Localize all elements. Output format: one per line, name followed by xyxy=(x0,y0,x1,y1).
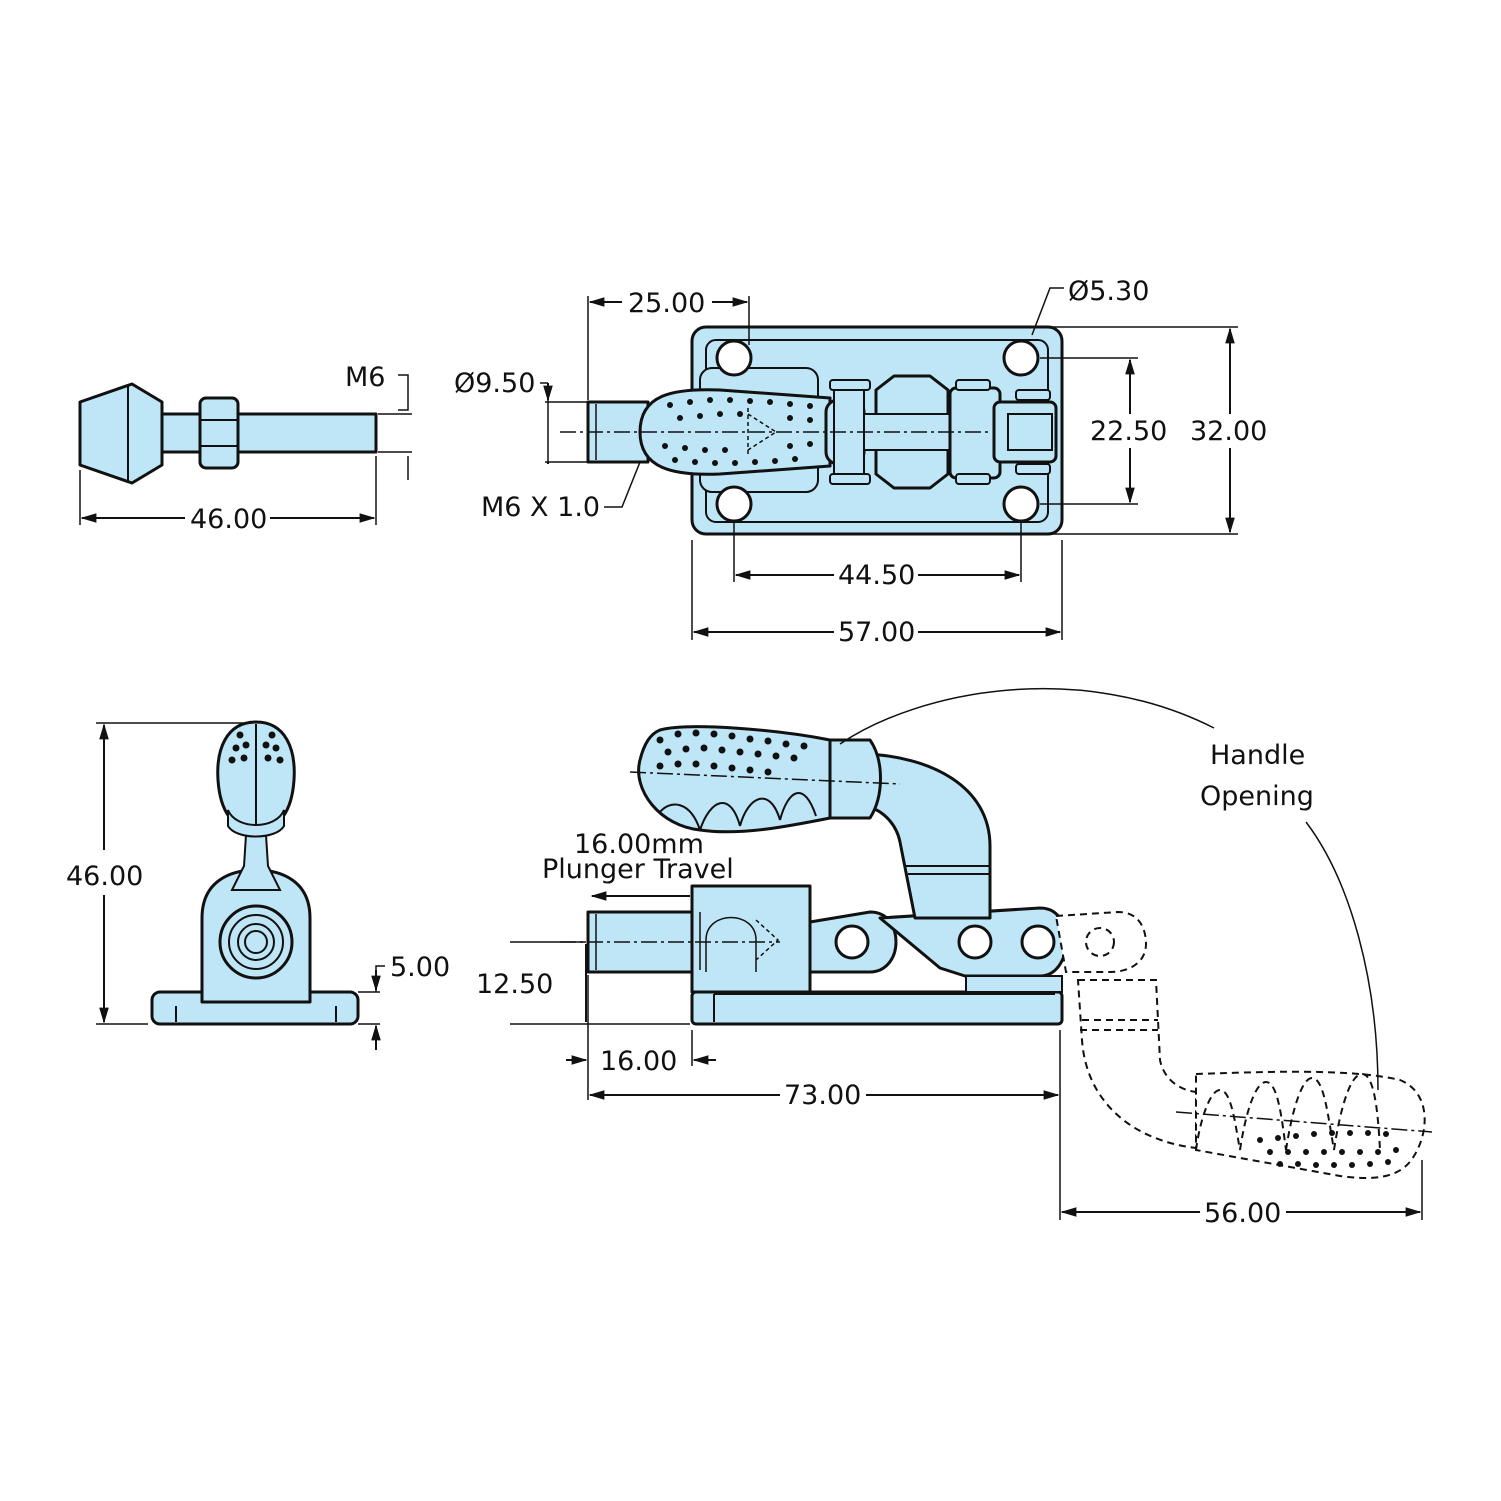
top-hole-diameter-dim: Ø5.30 xyxy=(1068,276,1149,307)
top-plunger-offset-dim: 25.00 xyxy=(628,288,705,319)
plunger-travel-label: Plunger Travel xyxy=(542,854,734,885)
end-height-dim: 46.00 xyxy=(66,861,143,892)
plunger-travel-value: 16.00mm xyxy=(574,829,704,860)
top-base-length-dim: 57.00 xyxy=(838,617,915,648)
front-plunger-height-dim: 12.50 xyxy=(476,969,553,1000)
top-hole-spacing-length-dim: 44.50 xyxy=(838,560,915,591)
mount-hole-2 xyxy=(1002,339,1040,377)
top-thread-spec: M6 X 1.0 xyxy=(481,492,600,523)
mount-hole-3 xyxy=(715,485,753,523)
front-overall-length-dim: 73.00 xyxy=(784,1080,861,1111)
end-view xyxy=(96,720,385,1050)
top-base-width-dim: 32.00 xyxy=(1190,416,1267,447)
side-length-dim: 46.00 xyxy=(190,504,267,535)
front-view xyxy=(510,687,1433,1220)
grip-dots-end xyxy=(228,731,284,764)
mount-hole-1 xyxy=(715,339,753,377)
front-handle-reach-dim: 56.00 xyxy=(1204,1198,1281,1229)
handle-opening-line2: Opening xyxy=(1200,781,1314,812)
top-hole-spacing-width-dim: 22.50 xyxy=(1090,416,1167,447)
handle-opening-line1: Handle xyxy=(1210,740,1305,771)
front-plunger-extension-dim: 16.00 xyxy=(600,1046,677,1077)
end-base-thickness-dim: 5.00 xyxy=(390,952,450,983)
grip-dots-front xyxy=(656,729,808,776)
plunger-side-view xyxy=(78,374,412,525)
top-plunger-diameter-dim: Ø9.50 xyxy=(454,368,535,399)
grip-dots-top xyxy=(662,397,813,466)
mount-hole-4 xyxy=(1002,485,1040,523)
grip-dots-dashed xyxy=(1257,1130,1399,1168)
side-thread-label: M6 xyxy=(345,362,385,393)
top-view xyxy=(540,287,1238,640)
